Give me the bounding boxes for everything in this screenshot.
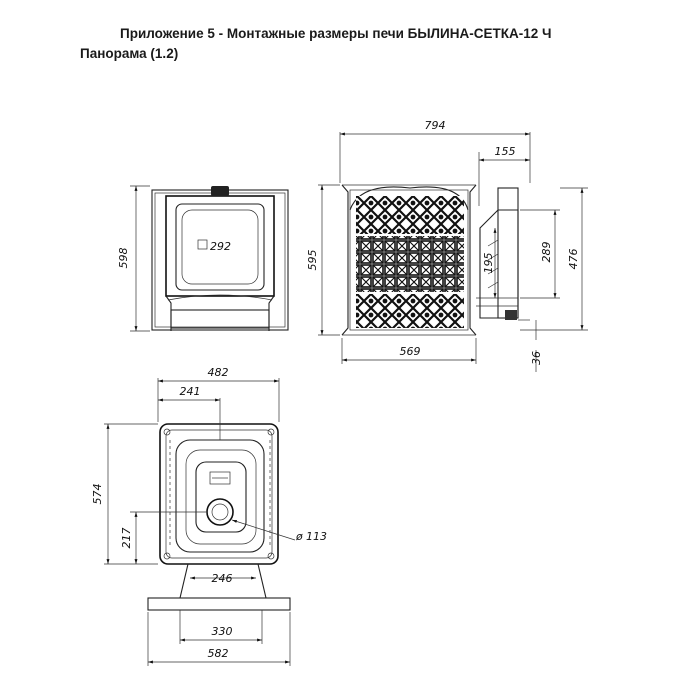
dim-tank-width: 155 <box>495 145 516 158</box>
door-handle-icon <box>211 186 229 196</box>
dim-base-width: 582 <box>208 647 229 660</box>
top-view <box>104 378 296 666</box>
front-view <box>130 185 289 332</box>
dim-side-total-width: 794 <box>425 119 446 132</box>
dim-pipe-diameter: 113 <box>306 530 327 543</box>
dim-tank-offset: 36 <box>530 351 543 365</box>
dim-glass-size: 292 <box>210 240 231 253</box>
title-line-1: Приложение 5 - Монтажные размеры печи БЫ… <box>120 26 552 41</box>
side-view <box>318 132 588 372</box>
diameter-icon: ø <box>295 530 303 543</box>
dim-leg-width: 246 <box>212 572 233 585</box>
dim-front-height: 598 <box>117 248 130 269</box>
dim-top-length: 574 <box>91 484 104 505</box>
dim-top-half: 241 <box>180 385 201 398</box>
dim-tank-height: 289 <box>540 242 553 263</box>
dim-side-height: 595 <box>306 250 319 271</box>
dim-tank-lower: 195 <box>482 253 495 274</box>
dim-base-inner: 330 <box>212 625 233 638</box>
dim-pipe-offset: 217 <box>120 528 133 549</box>
dim-tank-total: 476 <box>567 249 580 270</box>
dim-top-width: 482 <box>208 366 229 379</box>
title-line-2: Панорама (1.2) <box>80 46 179 61</box>
dim-side-depth: 569 <box>400 345 421 358</box>
